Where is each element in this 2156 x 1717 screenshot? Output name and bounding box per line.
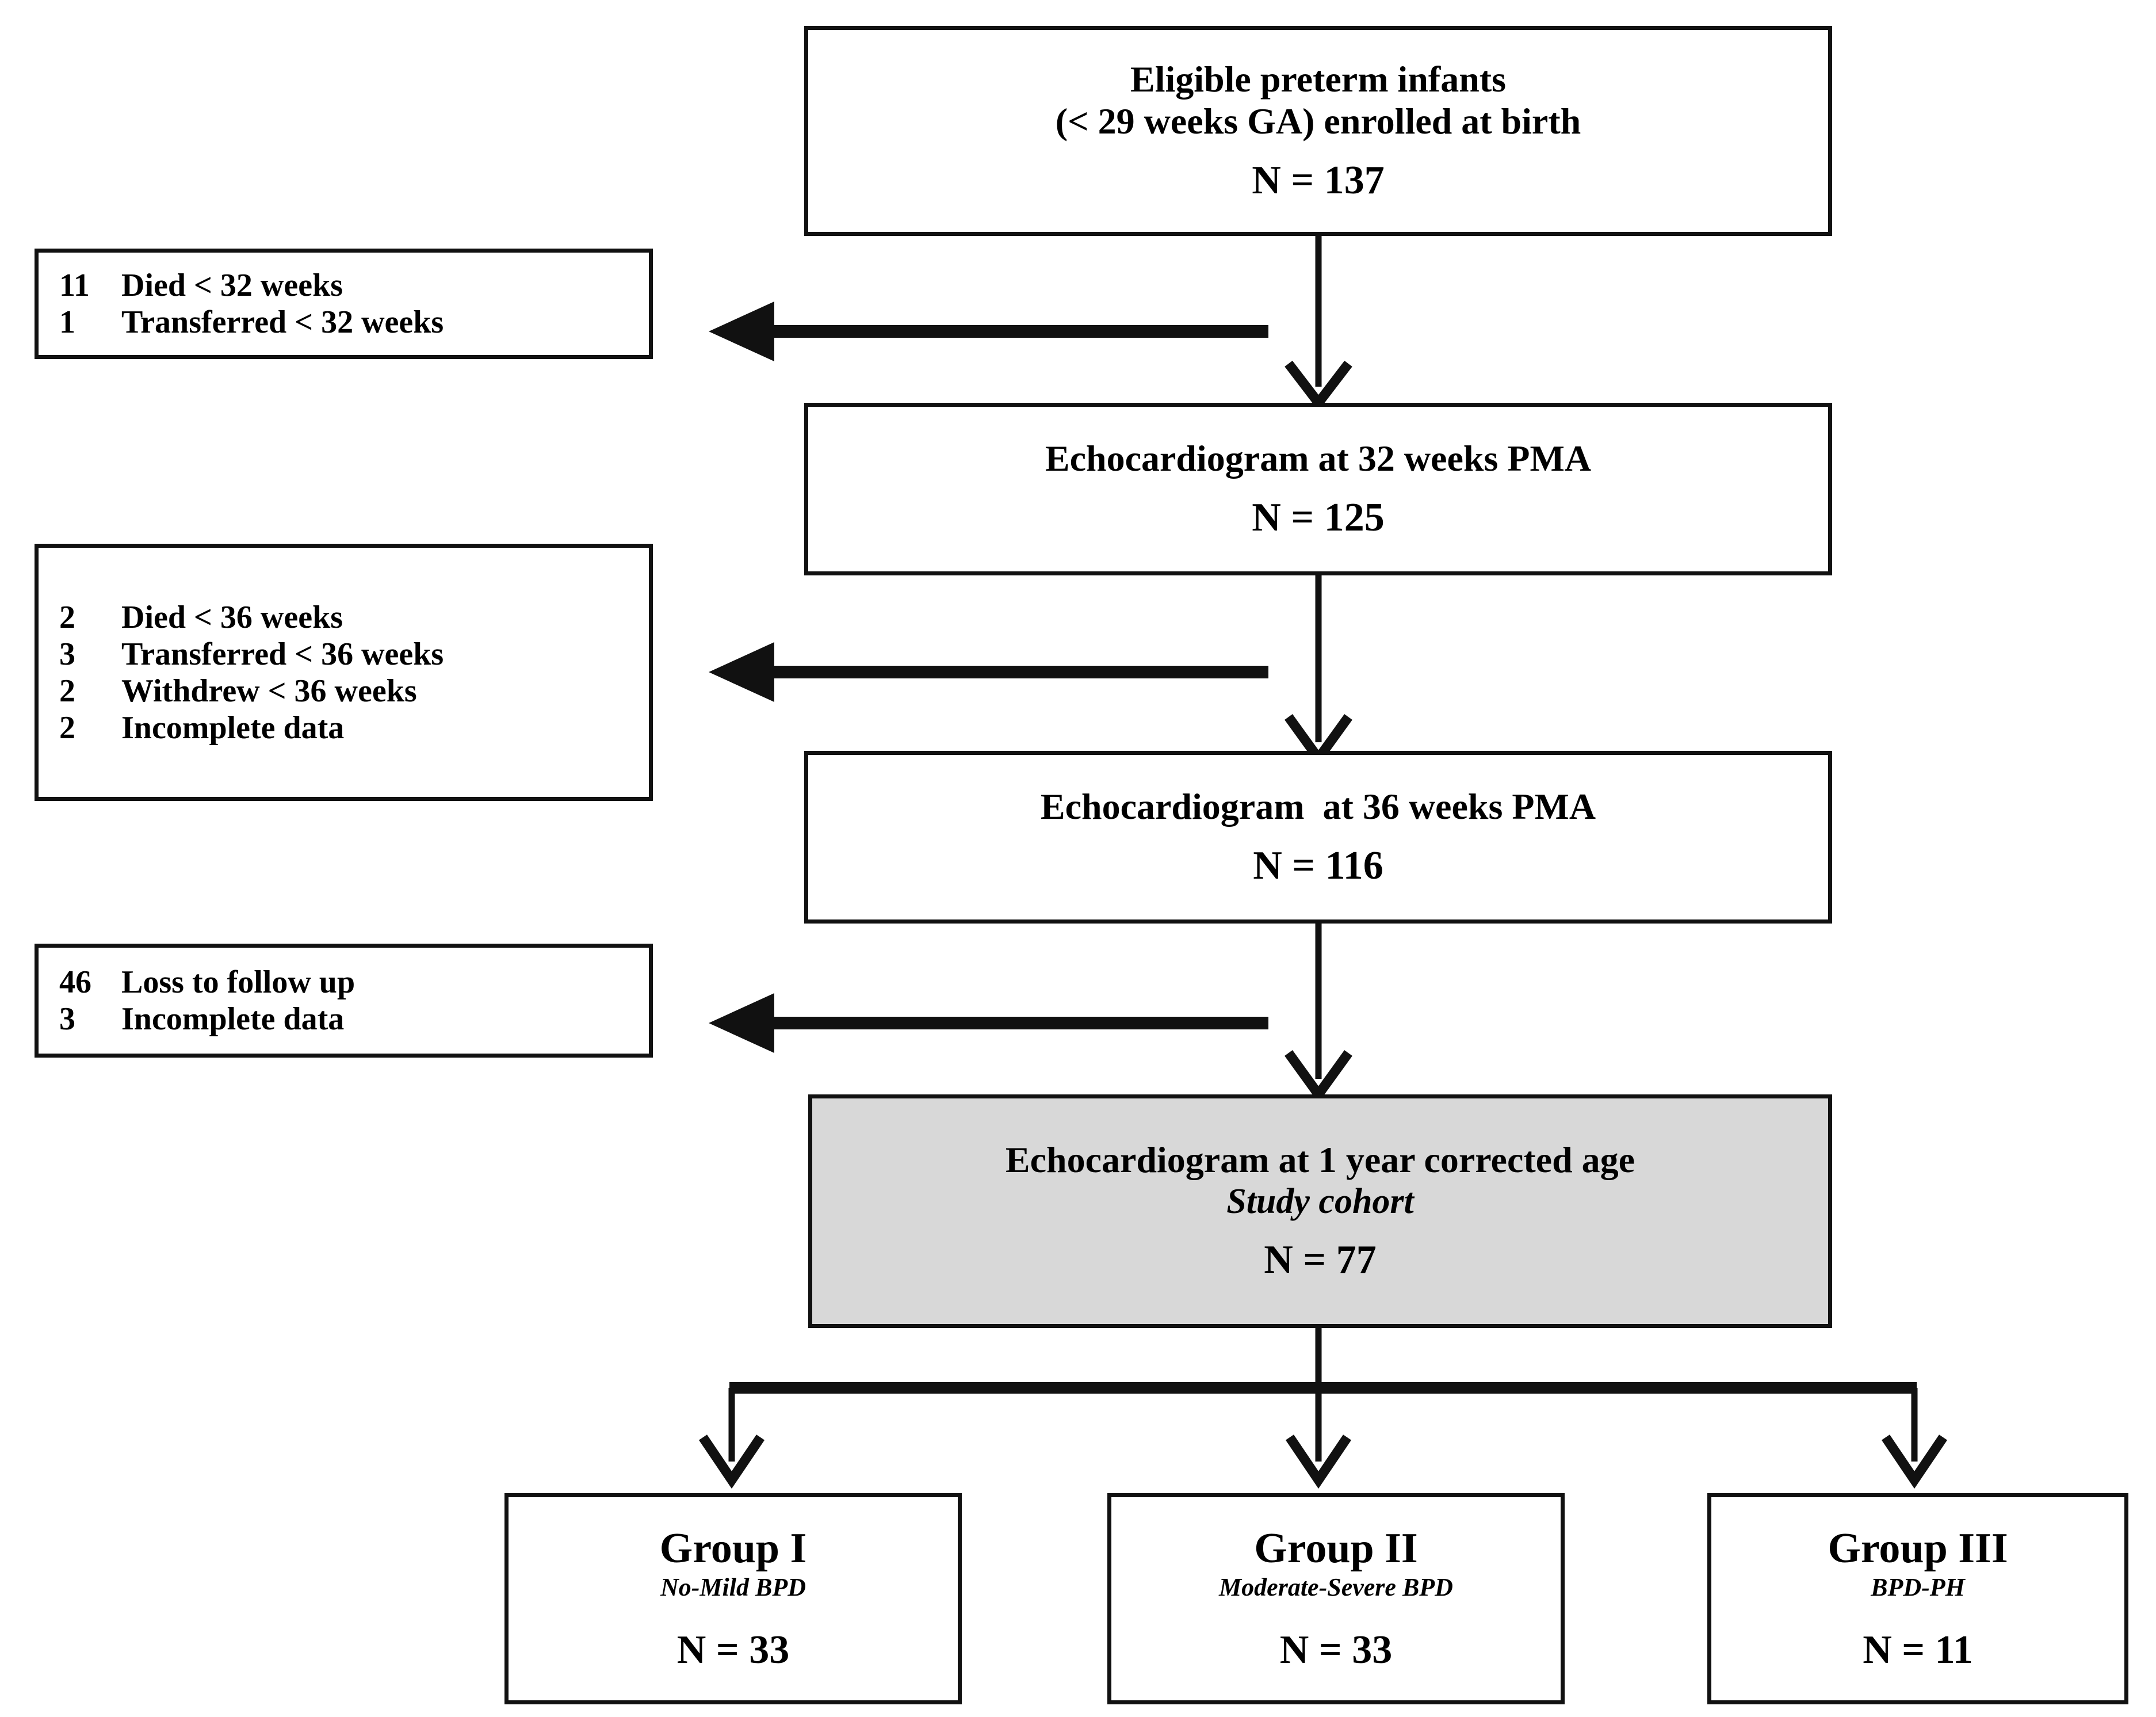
arrow-echo36-to-cohort bbox=[1285, 918, 1352, 1103]
exclusion-row: 2 Incomplete data bbox=[59, 709, 344, 746]
group-1-subtitle: No-Mild BPD bbox=[660, 1573, 806, 1601]
flow-box-echo32-count: N = 125 bbox=[1252, 495, 1385, 540]
arrow-exclusion-36weeks bbox=[709, 642, 1268, 702]
exclusion-row: 2 Died < 36 weeks bbox=[59, 599, 343, 636]
group-box-2: Group II Moderate-Severe BPD N = 33 bbox=[1107, 1493, 1565, 1704]
exclusion-reason: Died < 32 weeks bbox=[121, 268, 343, 303]
group-2-title: Group II bbox=[1254, 1525, 1418, 1573]
arrow-enrolled-to-echo32 bbox=[1285, 236, 1352, 411]
exclusion-reason: Transferred < 32 weeks bbox=[121, 304, 444, 340]
group-2-subtitle: Moderate-Severe BPD bbox=[1219, 1573, 1453, 1601]
arrow-echo32-to-echo36 bbox=[1285, 575, 1352, 767]
exclusion-row: 1 Transferred < 32 weeks bbox=[59, 304, 444, 341]
exclusion-count: 1 bbox=[59, 304, 75, 340]
exclusion-reason: Incomplete data bbox=[121, 1001, 345, 1037]
exclusion-count: 3 bbox=[59, 636, 75, 672]
exclusion-box-32weeks: 11 Died < 32 weeks 1 Transferred < 32 we… bbox=[35, 249, 653, 359]
exclusion-row: 46 Loss to follow up bbox=[59, 964, 355, 1001]
exclusion-reason: Withdrew < 36 weeks bbox=[121, 673, 417, 709]
exclusion-count: 2 bbox=[59, 599, 75, 635]
flow-box-enrolled-count: N = 137 bbox=[1252, 158, 1385, 203]
flow-box-study-cohort: Echocardiogram at 1 year corrected age S… bbox=[808, 1094, 1832, 1328]
flow-box-cohort-label: Study cohort bbox=[1226, 1182, 1414, 1222]
group-2-count: N = 33 bbox=[1279, 1627, 1393, 1672]
branch-connector-groups bbox=[698, 1328, 1948, 1489]
flow-box-echo36: Echocardiogram at 36 weeks PMA N = 116 bbox=[804, 751, 1832, 924]
flow-box-enrolled-line2: (< 29 weeks GA) enrolled at birth bbox=[1055, 100, 1581, 142]
flow-box-cohort-line1: Echocardiogram at 1 year corrected age bbox=[1005, 1139, 1635, 1181]
exclusion-row: 3 Incomplete data bbox=[59, 1001, 344, 1037]
flow-box-enrolled-line1: Eligible preterm infants bbox=[1130, 58, 1506, 100]
arrow-exclusion-followup bbox=[709, 993, 1268, 1053]
exclusion-box-36weeks: 2 Died < 36 weeks 3 Transferred < 36 wee… bbox=[35, 544, 653, 801]
exclusion-count: 2 bbox=[59, 709, 75, 746]
flow-box-echo36-count: N = 116 bbox=[1253, 843, 1383, 888]
exclusion-reason: Incomplete data bbox=[121, 709, 345, 746]
group-box-1: Group I No-Mild BPD N = 33 bbox=[504, 1493, 962, 1704]
arrow-exclusion-32weeks bbox=[709, 302, 1268, 361]
exclusion-count: 3 bbox=[59, 1001, 75, 1037]
flow-box-cohort-count: N = 77 bbox=[1264, 1237, 1377, 1282]
group-box-3: Group III BPD-PH N = 11 bbox=[1707, 1493, 2128, 1704]
group-3-title: Group III bbox=[1828, 1525, 2008, 1573]
group-3-count: N = 11 bbox=[1863, 1627, 1973, 1672]
exclusion-box-followup: 46 Loss to follow up 3 Incomplete data bbox=[35, 944, 653, 1058]
exclusion-reason: Loss to follow up bbox=[121, 964, 355, 1000]
exclusion-reason: Transferred < 36 weeks bbox=[121, 636, 444, 672]
exclusion-row: 11 Died < 32 weeks bbox=[59, 267, 343, 304]
group-1-title: Group I bbox=[659, 1525, 807, 1573]
exclusion-count: 2 bbox=[59, 673, 75, 709]
exclusion-count: 11 bbox=[59, 268, 90, 303]
group-3-subtitle: BPD-PH bbox=[1871, 1573, 1965, 1601]
group-1-count: N = 33 bbox=[676, 1627, 790, 1672]
exclusion-reason: Died < 36 weeks bbox=[121, 599, 343, 635]
flow-box-echo36-line1: Echocardiogram at 36 weeks PMA bbox=[1040, 785, 1596, 827]
exclusion-row: 2 Withdrew < 36 weeks bbox=[59, 673, 417, 709]
flow-box-echo32-line1: Echocardiogram at 32 weeks PMA bbox=[1045, 437, 1592, 479]
exclusion-row: 3 Transferred < 36 weeks bbox=[59, 636, 444, 673]
exclusion-count: 46 bbox=[59, 964, 91, 1000]
flow-box-echo32: Echocardiogram at 32 weeks PMA N = 125 bbox=[804, 403, 1832, 575]
flow-box-enrolled: Eligible preterm infants (< 29 weeks GA)… bbox=[804, 26, 1832, 236]
